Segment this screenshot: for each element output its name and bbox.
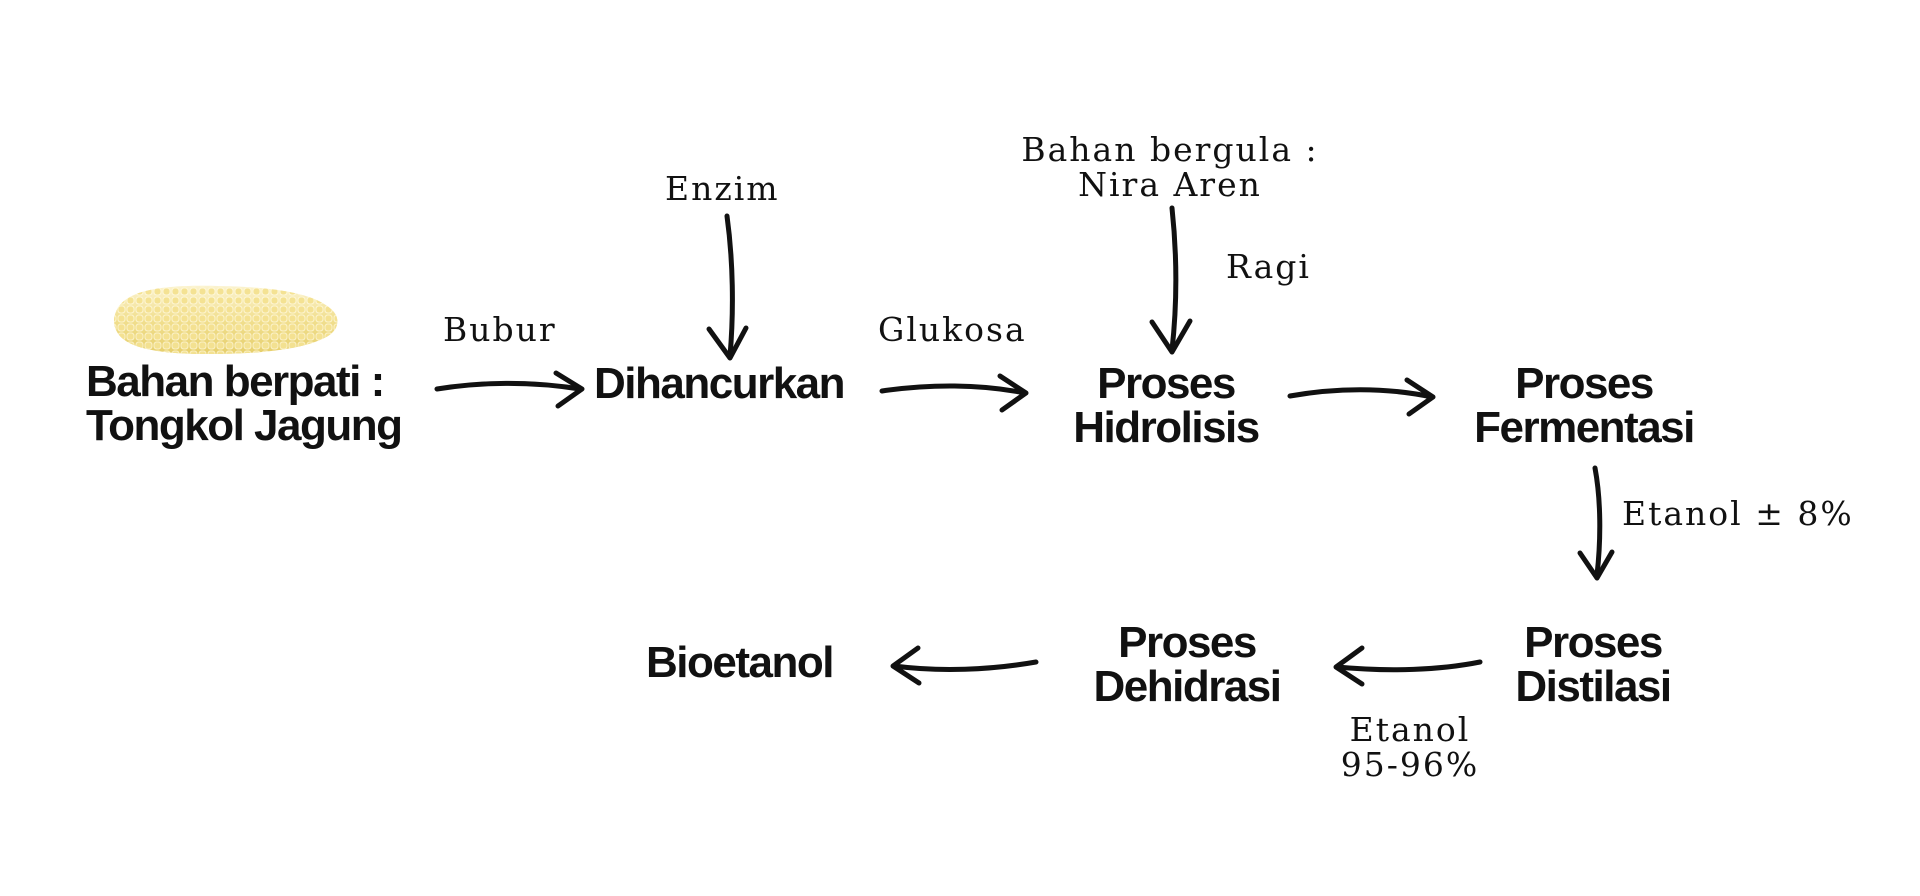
node-bioetanol: Bioetanol (646, 638, 834, 687)
node-dihancurkan-label: Dihancurkan (594, 359, 846, 408)
label-bahan-bergula-line2: Nira Aren (1078, 164, 1262, 204)
node-distilasi-line1: Proses (1524, 618, 1663, 667)
arrow-bahan-bergula-down (1149, 205, 1193, 355)
label-etanol-95-line1: Etanol (1349, 710, 1471, 749)
label-bahan-bergula: Bahan bergula : Nira Aren (1015, 130, 1325, 204)
node-bahan-berpati-line1: Bahan berpati : (86, 357, 385, 406)
node-hidrolisis-line2: Hidrolisis (1073, 403, 1260, 452)
node-proses-dehidrasi: Proses Dehidrasi (1082, 621, 1292, 709)
node-proses-hidrolisis: Proses Hidrolisis (1066, 362, 1266, 450)
node-bioetanol-label: Bioetanol (646, 638, 834, 687)
label-enzim: Enzim (665, 169, 780, 208)
corn-cob-icon (114, 285, 338, 354)
label-bahan-bergula-line1: Bahan bergula : (1021, 130, 1319, 169)
node-hidrolisis-line1: Proses (1097, 359, 1236, 408)
node-fermentasi-line2: Fermentasi (1474, 403, 1695, 452)
node-dehidrasi-line2: Dehidrasi (1093, 662, 1282, 711)
label-etanol-95: Etanol 95-96% (1325, 710, 1495, 784)
arrow-enzim-down (706, 213, 749, 361)
arrow-distilasi-to-dehidrasi (1333, 645, 1483, 687)
arrow-hidrolisis-to-fermentasi (1287, 377, 1436, 417)
arrow-dihancurkan-to-hidrolisis (879, 373, 1029, 413)
node-bahan-berpati-line2: Tongkol Jagung (86, 401, 403, 450)
node-fermentasi-line1: Proses (1515, 359, 1654, 408)
label-glukosa: Glukosa (878, 310, 1027, 349)
arrow-dehidrasi-to-bioetanol (890, 645, 1039, 686)
arrow-bahan-to-dihancurkan (434, 370, 585, 409)
node-dehidrasi-line1: Proses (1118, 618, 1257, 667)
label-etanol-95-line2: 95-96% (1340, 744, 1480, 784)
node-bahan-berpati: Bahan berpati : Tongkol Jagung (86, 357, 403, 450)
label-etanol-8: Etanol ± 8% (1622, 494, 1854, 533)
label-ragi: Ragi (1226, 247, 1311, 286)
node-dihancurkan: Dihancurkan (594, 359, 846, 408)
node-distilasi-line2: Distilasi (1515, 662, 1672, 711)
node-proses-fermentasi: Proses Fermentasi (1464, 362, 1704, 450)
label-bubur: Bubur (443, 310, 557, 349)
arrow-fermentasi-to-distilasi (1577, 465, 1615, 581)
node-proses-distilasi: Proses Distilasi (1498, 621, 1688, 709)
